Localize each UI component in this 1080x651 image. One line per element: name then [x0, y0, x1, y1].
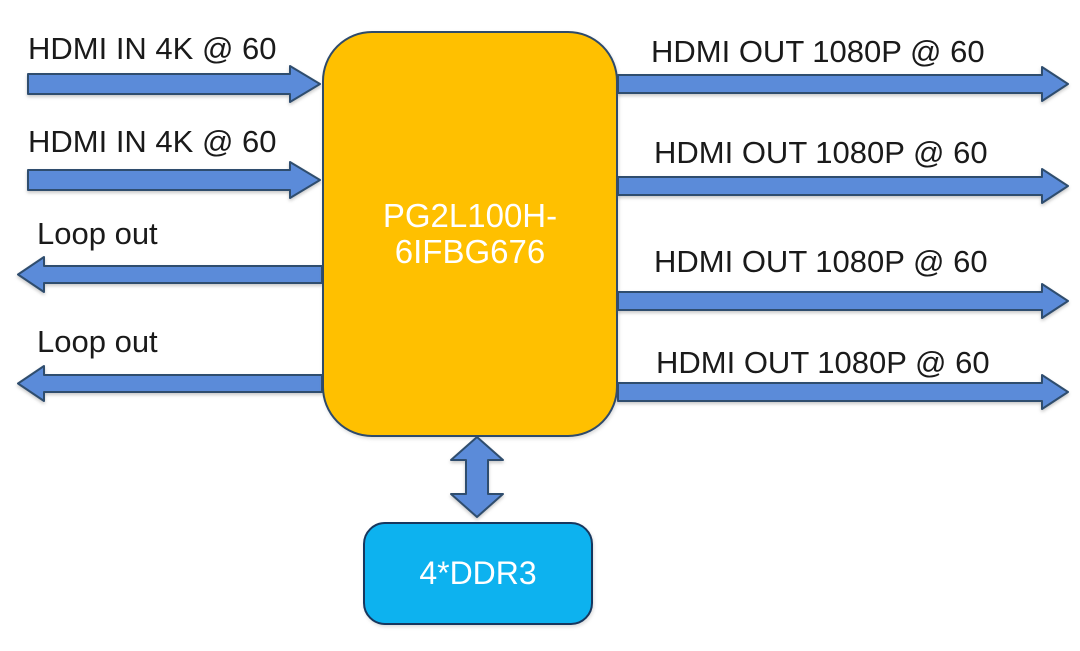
hdmi-out-arrow-3 [617, 283, 1069, 319]
hdmi-out-label-4: HDMI OUT 1080P @ 60 [656, 345, 990, 380]
hdmi-out-arrow-4 [617, 374, 1069, 410]
right-arrow-shape [617, 168, 1069, 204]
right-arrow-shape [617, 374, 1069, 410]
loop-out-label-1: Loop out [37, 216, 158, 251]
loop-out-arrow-2 [17, 365, 323, 402]
hdmi-out-label-3: HDMI OUT 1080P @ 60 [654, 244, 988, 279]
fpga-label: PG2L100H- 6IFBG676 [383, 198, 557, 270]
hdmi-in-label-2: HDMI IN 4K @ 60 [28, 124, 277, 159]
ddr3-block: 4*DDR3 [363, 522, 593, 625]
right-arrow-shape [27, 161, 321, 199]
fpga-block: PG2L100H- 6IFBG676 [322, 31, 618, 437]
right-arrow-shape [27, 65, 321, 103]
hdmi-out-arrow-2 [617, 168, 1069, 204]
hdmi-in-arrow-2 [27, 161, 321, 199]
fpga-label-line2: 6IFBG676 [394, 233, 546, 270]
hdmi-out-arrow-1 [617, 66, 1069, 102]
loop-out-label-2: Loop out [37, 324, 158, 359]
ddr3-label: 4*DDR3 [419, 555, 537, 591]
right-arrow-shape [617, 66, 1069, 102]
left-arrow-shape [17, 256, 323, 293]
left-arrow-shape [17, 365, 323, 402]
hdmi-out-label-1: HDMI OUT 1080P @ 60 [651, 34, 985, 69]
hdmi-in-arrow-1 [27, 65, 321, 103]
ddr3-bidirectional-arrow [450, 436, 504, 518]
right-arrow-shape [617, 283, 1069, 319]
hdmi-in-label-1: HDMI IN 4K @ 60 [28, 31, 277, 66]
hdmi-out-label-2: HDMI OUT 1080P @ 60 [654, 135, 988, 170]
loop-out-arrow-1 [17, 256, 323, 293]
fpga-label-line1: PG2L100H- [382, 197, 558, 234]
double-arrow-shape [450, 436, 504, 518]
